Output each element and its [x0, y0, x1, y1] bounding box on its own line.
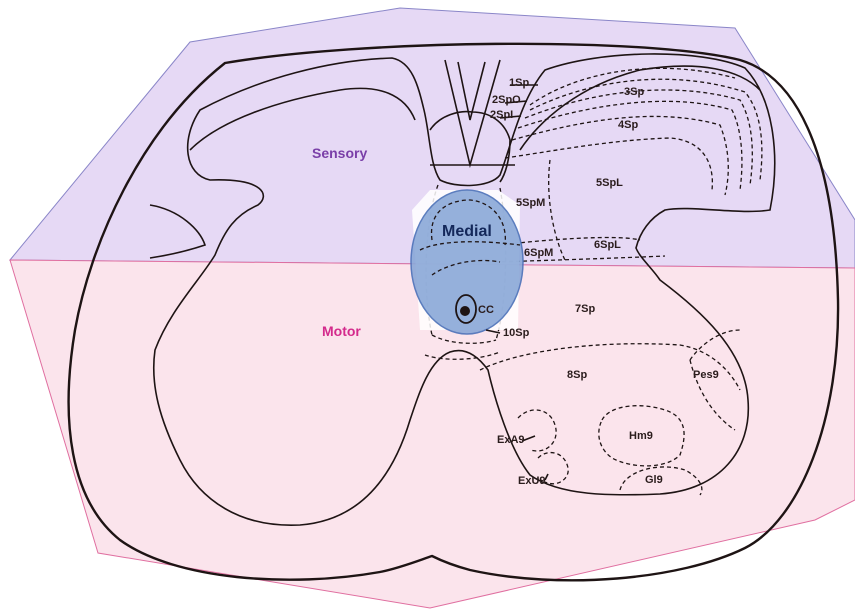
label-pes9: Pes9	[693, 369, 719, 381]
label-exu9: ExU9	[518, 475, 546, 487]
label-4sp: 4Sp	[618, 119, 638, 131]
label-6spl: 6SpL	[594, 239, 621, 251]
label-hm9: Hm9	[629, 430, 653, 442]
label-5spm: 5SpM	[516, 197, 545, 209]
medial-label: Medial	[442, 223, 492, 240]
sensory-label: Sensory	[312, 145, 367, 161]
motor-label: Motor	[322, 323, 361, 339]
label-cc: CC	[478, 304, 494, 316]
label-2spo: 2SpO	[492, 94, 521, 106]
label-3sp: 3Sp	[624, 86, 644, 98]
label-7sp: 7Sp	[575, 303, 595, 315]
label-2spi: 2SpI	[490, 109, 513, 121]
label-6spm: 6SpM	[524, 247, 553, 259]
label-5spl: 5SpL	[596, 177, 623, 189]
central-canal-dot	[460, 306, 470, 316]
label-1sp: 1Sp	[509, 77, 529, 89]
label-exa9: ExA9	[497, 434, 525, 446]
label-8sp: 8Sp	[567, 369, 587, 381]
label-10sp: 10Sp	[503, 327, 530, 339]
label-gl9: Gl9	[645, 474, 663, 486]
